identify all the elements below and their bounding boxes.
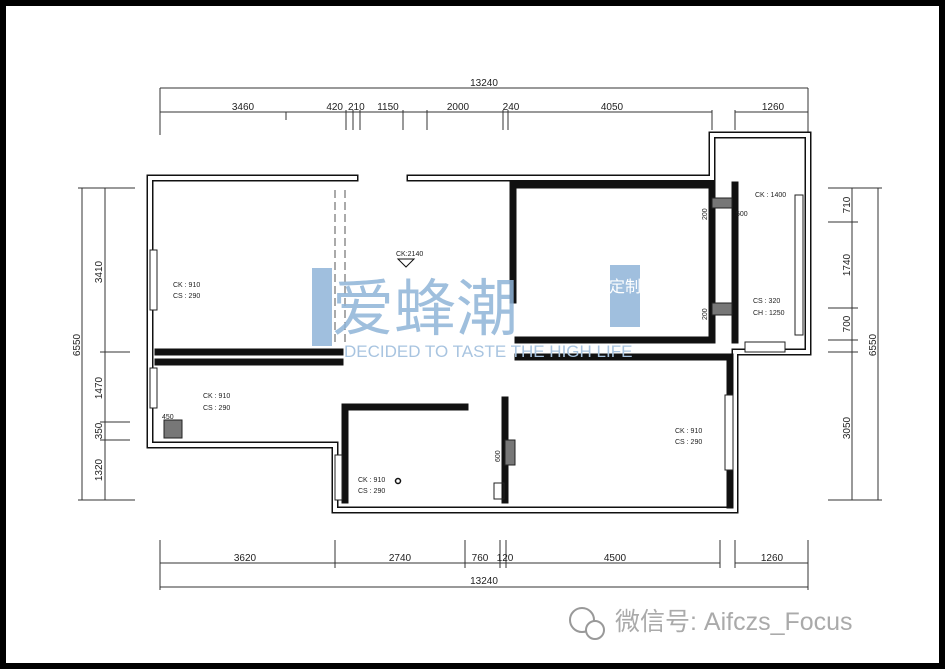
room-label: CK : 910 [173, 282, 200, 289]
room-label: CS : 290 [675, 439, 702, 446]
watermark-en: DECIDED TO TASTE THE HIGH LIFE [344, 342, 632, 361]
dim-top: 2000 [447, 102, 470, 113]
dim-bottom: 2740 [389, 553, 412, 564]
top-dimensions: 13240 3460 420 210 1150 2000 240 4050 12… [159, 78, 809, 135]
interior-dim: 200 [702, 308, 709, 320]
interior-dim: 500 [736, 211, 748, 218]
walls [146, 131, 812, 514]
dim-bottom: 4500 [604, 553, 627, 564]
dim-top: 4050 [601, 102, 624, 113]
dim-right: 1740 [842, 253, 853, 276]
interior-dim: 450 [162, 414, 174, 421]
dim-top: 1150 [377, 102, 399, 113]
dim-left: 1470 [94, 376, 105, 399]
dim-bottom: 760 [472, 553, 489, 564]
right-dimensions: 710 1740 700 3050 6550 [828, 187, 882, 501]
room-label: CS : 290 [358, 488, 385, 495]
watermark-logo: 爱蜂潮 定制 DECIDED TO TASTE THE HIGH LIFE [312, 265, 641, 361]
dim-left: 3410 [94, 260, 105, 283]
room-label: CK : 910 [358, 477, 385, 484]
wechat-id: 微信号: Aifczs_Focus [615, 608, 853, 636]
dim-top: 420 [326, 102, 343, 113]
dim-top: 240 [503, 102, 520, 113]
dim-left: 350 [94, 422, 105, 439]
ceiling-label: CK:2140 [396, 251, 423, 258]
dim-right-total: 6550 [868, 333, 879, 356]
dim-left-total: 6550 [72, 333, 83, 356]
wechat-icon [569, 607, 595, 633]
room-labels: CK : 910 CS : 290 CK : 910 CS : 290 CK :… [162, 192, 786, 495]
dim-bottom: 1260 [761, 553, 784, 564]
interior-dim: 600 [495, 450, 502, 462]
dim-top-total: 13240 [470, 78, 498, 89]
dim-bottom: 120 [497, 553, 514, 564]
watermark-badge: 定制 [609, 278, 641, 296]
dim-right: 700 [842, 315, 853, 332]
wechat-footer: 微信号: Aifczs_Focus [569, 607, 853, 640]
dim-right: 3050 [842, 416, 853, 439]
room-label: CK : 910 [675, 428, 702, 435]
dim-top: 1260 [762, 102, 785, 113]
room-label: CS : 320 [753, 298, 780, 305]
room-label: CS : 290 [173, 293, 200, 300]
watermark-cn: 爱蜂潮 [332, 275, 518, 344]
dim-top: 210 [348, 102, 365, 113]
room-label: CH : 1250 [753, 310, 785, 317]
room-label: CS : 290 [203, 405, 230, 412]
bottom-dimensions: 3620 2740 760 120 4500 1260 13240 [159, 540, 809, 590]
dim-right: 710 [842, 196, 853, 213]
left-dimensions: 6550 3410 1470 350 1320 [72, 187, 135, 501]
room-label: CK : 910 [203, 393, 230, 400]
misc-label: CK : 1400 [755, 192, 786, 199]
dim-top: 3460 [232, 102, 255, 113]
interior-dim: 200 [702, 208, 709, 220]
dim-left: 1320 [94, 458, 105, 481]
dim-bottom: 3620 [234, 553, 257, 564]
canvas [6, 6, 939, 663]
dim-bottom-total: 13240 [470, 576, 498, 587]
